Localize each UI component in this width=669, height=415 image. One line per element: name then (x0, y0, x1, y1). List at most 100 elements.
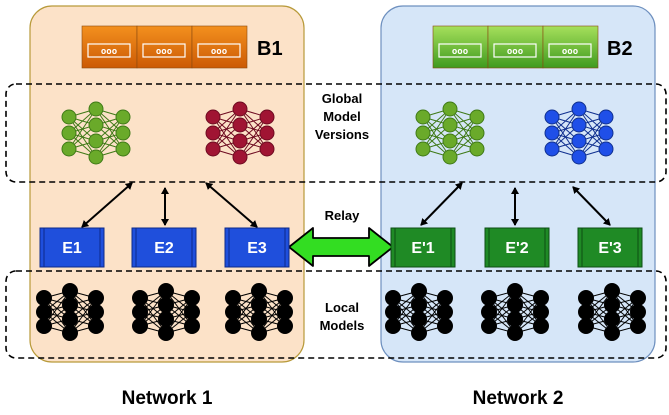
net-node (88, 149, 104, 165)
block-label-frame (87, 43, 131, 58)
net-node (415, 125, 431, 141)
edge-node-label: E'1 (411, 240, 434, 257)
net-node (61, 141, 77, 157)
net-node (158, 283, 174, 299)
edge-node-box (224, 227, 290, 268)
local-model-6 (578, 283, 646, 341)
net-node (259, 125, 275, 141)
double-arrow-6 (572, 186, 611, 226)
net-node (277, 290, 293, 306)
net-node (36, 304, 52, 320)
double-arrow-4 (420, 182, 463, 226)
edge-node-box (390, 227, 456, 268)
block-label-frame (197, 43, 241, 58)
net-node (507, 311, 523, 327)
net-node (277, 304, 293, 320)
net-edge (578, 116, 607, 158)
net-node (533, 318, 549, 334)
net-node (437, 290, 453, 306)
net-node (544, 125, 560, 141)
edge-node-box (484, 227, 550, 268)
net-node (442, 149, 458, 165)
global-models (61, 101, 614, 165)
net-node (36, 290, 52, 306)
block-label-text: ooo (101, 47, 117, 57)
net-node (630, 318, 646, 334)
net-node (571, 101, 587, 117)
edge-node-label: E3 (247, 240, 267, 257)
local-label-line1: Local (325, 300, 359, 315)
net-node (437, 318, 453, 334)
blockchain-b2-label: B2 (607, 38, 633, 60)
net-node (62, 297, 78, 313)
double-arrow-3 (205, 182, 258, 228)
net-node (115, 141, 131, 157)
net-node (88, 117, 104, 133)
net-node (604, 311, 620, 327)
net-node (598, 109, 614, 125)
edge-node-box (39, 227, 105, 268)
network-1-label: Network 1 (122, 388, 213, 409)
net-node (158, 325, 174, 341)
net-node (251, 325, 267, 341)
edge-node-label: E1 (62, 240, 82, 257)
net-node (442, 101, 458, 117)
local-model-1 (36, 283, 104, 341)
net-node (158, 297, 174, 313)
net-node (225, 290, 241, 306)
net-edge (68, 108, 97, 150)
net-node (533, 290, 549, 306)
global-band (5, 83, 667, 183)
net-node (61, 125, 77, 141)
block-2-3 (542, 25, 599, 69)
local-model-3 (225, 283, 293, 341)
block-1-2 (136, 25, 193, 69)
net-node (604, 283, 620, 299)
net-node (507, 325, 523, 341)
block-label-text: ooo (562, 47, 578, 57)
network-2-panel (380, 5, 656, 363)
net-node (533, 304, 549, 320)
net-node (62, 283, 78, 299)
net-node (442, 133, 458, 149)
block-label-text: ooo (211, 47, 227, 57)
global-label-line1: Global (322, 91, 362, 106)
net-node (415, 109, 431, 125)
block-label-frame (142, 43, 186, 58)
net-node (544, 141, 560, 157)
net-node (469, 141, 485, 157)
net-node (225, 318, 241, 334)
network-2-label: Network 2 (473, 388, 564, 409)
net-node (259, 109, 275, 125)
net-node (630, 304, 646, 320)
edge-node-label: E'3 (598, 240, 621, 257)
relay-arrow (288, 227, 394, 267)
net-node (604, 325, 620, 341)
local-model-5 (481, 283, 549, 341)
net-node (88, 101, 104, 117)
local-band (5, 270, 667, 359)
local-label-line2: Models (320, 318, 365, 333)
net-node (132, 304, 148, 320)
net-edge (551, 108, 580, 150)
net-node (251, 283, 267, 299)
net-node (232, 149, 248, 165)
net-node (259, 141, 275, 157)
net-edge (422, 108, 451, 150)
block-1-1 (81, 25, 138, 69)
block-1-3 (191, 25, 248, 69)
net-node (251, 297, 267, 313)
net-node (507, 297, 523, 313)
net-node (277, 318, 293, 334)
net-node (36, 318, 52, 334)
local-models (36, 283, 646, 341)
block-label-frame (438, 43, 482, 58)
net-node (578, 318, 594, 334)
net-node (598, 125, 614, 141)
block-label-text: ooo (507, 47, 523, 57)
net-node (184, 290, 200, 306)
net-node (132, 290, 148, 306)
edge-node-e1: E1 (39, 227, 105, 268)
